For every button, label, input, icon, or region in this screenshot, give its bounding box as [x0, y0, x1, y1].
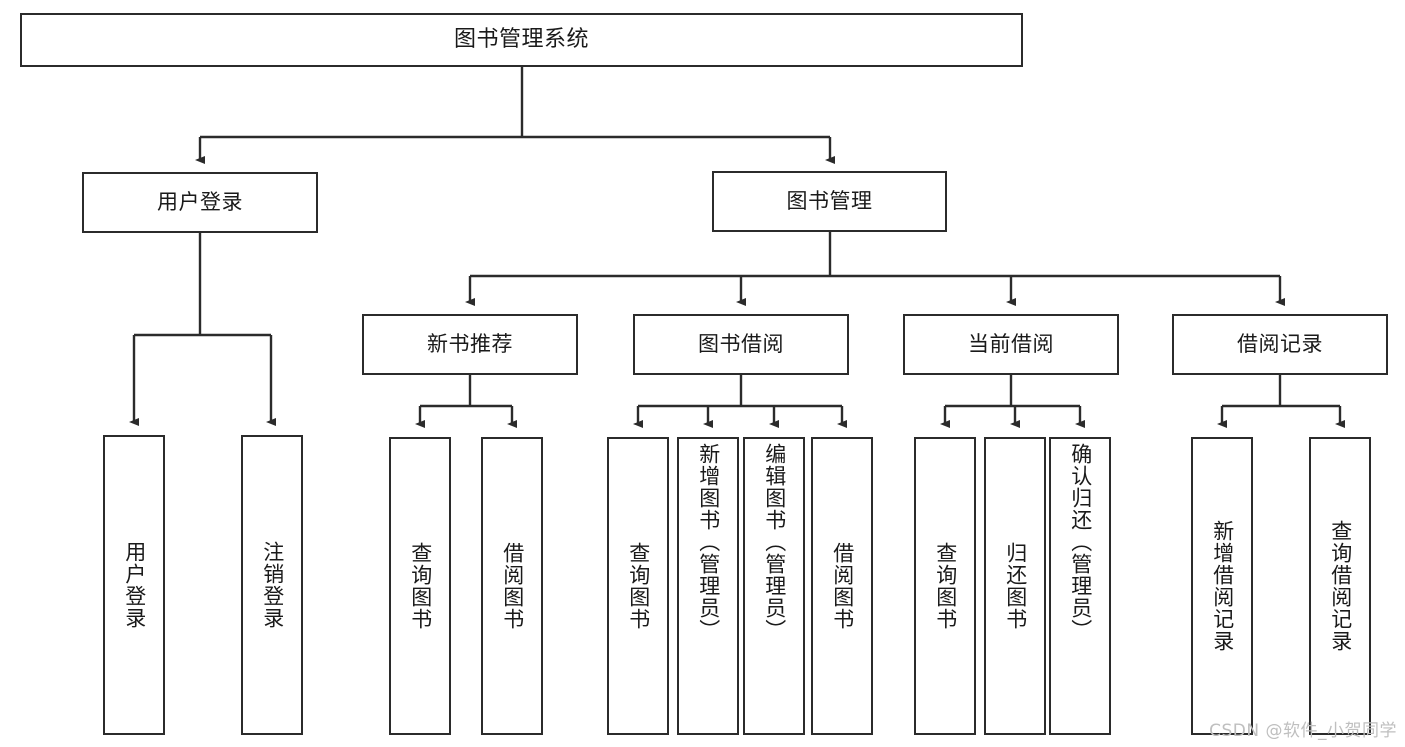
node-label: 编辑图书（管理员） — [762, 443, 787, 641]
leaf-newbook-borrow-book[interactable]: 借阅图书 — [481, 437, 543, 735]
node-label: 借阅图书 — [500, 542, 525, 630]
node-label: 用户登录 — [157, 190, 243, 215]
node-label: 当前借阅 — [968, 332, 1054, 357]
leaf-current-return-book[interactable]: 归还图书 — [984, 437, 1046, 735]
leaf-borrow-edit-book-admin[interactable]: 编辑图书（管理员） — [743, 437, 805, 735]
leaf-borrow-lend-book[interactable]: 借阅图书 — [811, 437, 873, 735]
node-label: 借阅图书 — [830, 542, 855, 630]
leaf-record-query-record[interactable]: 查询借阅记录 — [1309, 437, 1371, 735]
watermark: CSDN @软件_小贺同学 — [1209, 721, 1397, 741]
node-new-book-recommend[interactable]: 新书推荐 — [362, 314, 578, 375]
node-label: 图书管理系统 — [453, 27, 589, 53]
node-label: 用户登录 — [122, 541, 147, 629]
node-label: 确认归还（管理员） — [1068, 443, 1093, 641]
node-label: 归还图书 — [1003, 542, 1028, 630]
node-label: 注销登录 — [260, 541, 285, 629]
node-label: 查询图书 — [933, 542, 958, 630]
node-label: 借阅记录 — [1237, 332, 1323, 357]
node-current-borrow[interactable]: 当前借阅 — [903, 314, 1119, 375]
node-label: 查询图书 — [408, 542, 433, 630]
leaf-borrow-query-book[interactable]: 查询图书 — [607, 437, 669, 735]
node-book-borrow[interactable]: 图书借阅 — [633, 314, 849, 375]
leaf-user-logout[interactable]: 注销登录 — [241, 435, 303, 735]
node-label: 新增借阅记录 — [1210, 520, 1235, 652]
leaf-current-query-book[interactable]: 查询图书 — [914, 437, 976, 735]
node-user-login[interactable]: 用户登录 — [82, 172, 318, 233]
leaf-current-confirm-return-admin[interactable]: 确认归还（管理员） — [1049, 437, 1111, 735]
node-label: 图书借阅 — [698, 332, 784, 357]
leaf-record-add-record[interactable]: 新增借阅记录 — [1191, 437, 1253, 735]
node-label: 查询借阅记录 — [1328, 520, 1353, 652]
leaf-newbook-query-book[interactable]: 查询图书 — [389, 437, 451, 735]
node-label: 新增图书（管理员） — [696, 443, 721, 641]
node-label: 新书推荐 — [427, 332, 513, 357]
node-borrow-record[interactable]: 借阅记录 — [1172, 314, 1388, 375]
node-label: 图书管理 — [786, 189, 873, 214]
node-root-system[interactable]: 图书管理系统 — [20, 13, 1023, 67]
leaf-user-login[interactable]: 用户登录 — [103, 435, 165, 735]
node-label: 查询图书 — [626, 542, 651, 630]
node-book-management[interactable]: 图书管理 — [712, 171, 947, 232]
leaf-borrow-add-book-admin[interactable]: 新增图书（管理员） — [677, 437, 739, 735]
